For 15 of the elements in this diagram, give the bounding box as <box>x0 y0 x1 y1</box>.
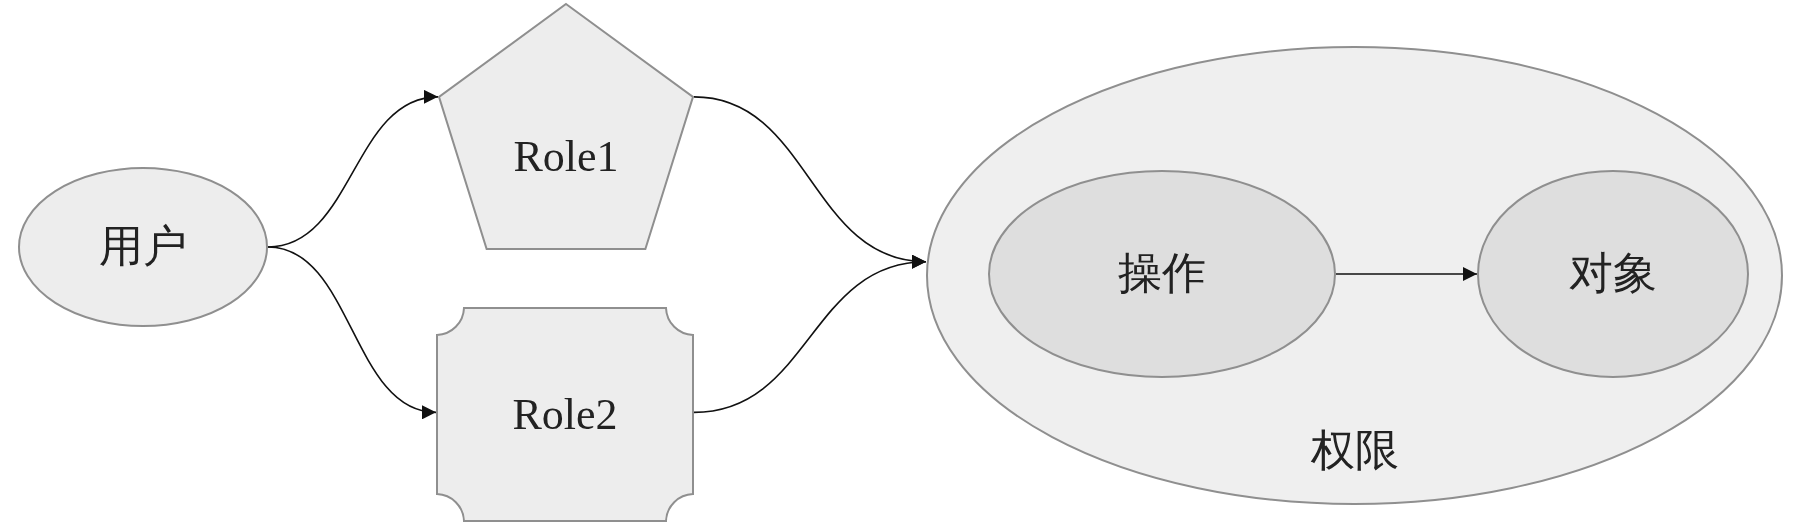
arrow <box>267 246 437 417</box>
node-label: 操作 <box>1118 252 1206 296</box>
node-label: 权限 <box>1310 429 1399 473</box>
node-label: Role2 <box>512 392 618 437</box>
operation-ellipse <box>988 170 1336 378</box>
arrow <box>693 256 927 414</box>
role-box <box>436 307 694 522</box>
permission-ellipse <box>926 46 1783 505</box>
node-label: 用户 <box>99 225 187 269</box>
role-pentagon <box>438 3 694 250</box>
node-label: Role1 <box>513 134 619 179</box>
node-label: 对象 <box>1569 252 1657 296</box>
object-ellipse <box>1477 170 1749 378</box>
arrow <box>1335 267 1478 281</box>
user-ellipse <box>18 167 268 327</box>
